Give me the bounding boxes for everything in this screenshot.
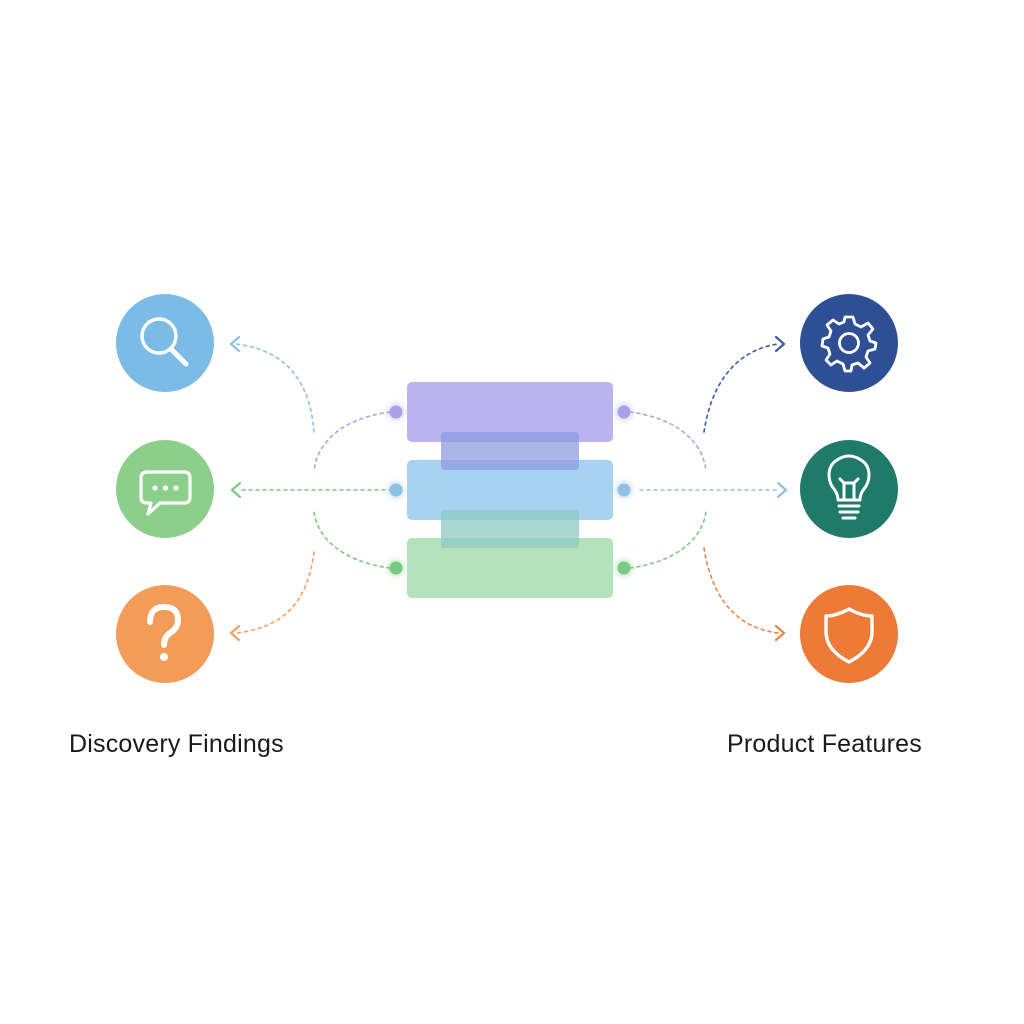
shield-icon: [824, 607, 874, 664]
question-node: [116, 585, 214, 683]
gear-node-circle: [800, 294, 898, 392]
connector-dot-purple-left: [389, 405, 403, 419]
gear-node: [800, 294, 898, 392]
connector-shield-curve: [703, 547, 779, 634]
connector-dot-green-right: [617, 561, 631, 575]
connector-purple-to-gear: [629, 411, 707, 471]
lightbulb-node: [800, 440, 898, 538]
arrowhead-right-bot: [774, 624, 786, 642]
shield-node: [800, 585, 898, 683]
connector-gear-curve: [703, 343, 779, 433]
purple-layer: [407, 382, 613, 442]
arrowhead-right-mid: [776, 481, 788, 499]
right-nodes: [800, 294, 898, 683]
connector-dot-blue-right: [617, 483, 631, 497]
lightbulb-node-circle: [800, 440, 898, 538]
arrowhead-left-top: [229, 335, 241, 353]
arrowhead-left-bot: [229, 624, 241, 642]
connector-purple-to-magnifier: [313, 411, 391, 471]
gear-icon: [820, 315, 878, 373]
arrowhead-right-top: [774, 335, 786, 353]
magnifier-icon: [140, 317, 189, 367]
question-mark-icon: [147, 604, 181, 661]
magnifier-node-circle: [116, 294, 214, 392]
blue-layer: [407, 460, 613, 520]
connector-green-to-question: [313, 511, 391, 569]
overlap-band-upper: [441, 432, 579, 470]
speech-bubble-node: [116, 440, 214, 538]
connector-dot-blue-left: [389, 483, 403, 497]
center-stack: [407, 382, 613, 598]
green-layer: [407, 538, 613, 598]
connector-dot-green-left: [389, 561, 403, 575]
arrowhead-left-mid: [230, 481, 242, 499]
left-group-label: Discovery Findings: [69, 730, 284, 758]
right-group-label: Product Features: [727, 730, 922, 758]
arrowheads: [229, 335, 788, 642]
left-nodes: [116, 294, 214, 683]
connector-dot-purple-right: [617, 405, 631, 419]
connector-magnifier-curve: [235, 343, 315, 433]
magnifier-node: [116, 294, 214, 392]
connector-dots: [387, 403, 633, 577]
shield-node-circle: [800, 585, 898, 683]
overlap-band-lower: [441, 510, 579, 548]
connector-question-curve: [235, 551, 315, 634]
speech-bubble-icon: [139, 470, 192, 516]
lightbulb-icon: [827, 454, 871, 520]
connectors: [235, 343, 781, 634]
connector-green-to-shield: [629, 511, 707, 569]
